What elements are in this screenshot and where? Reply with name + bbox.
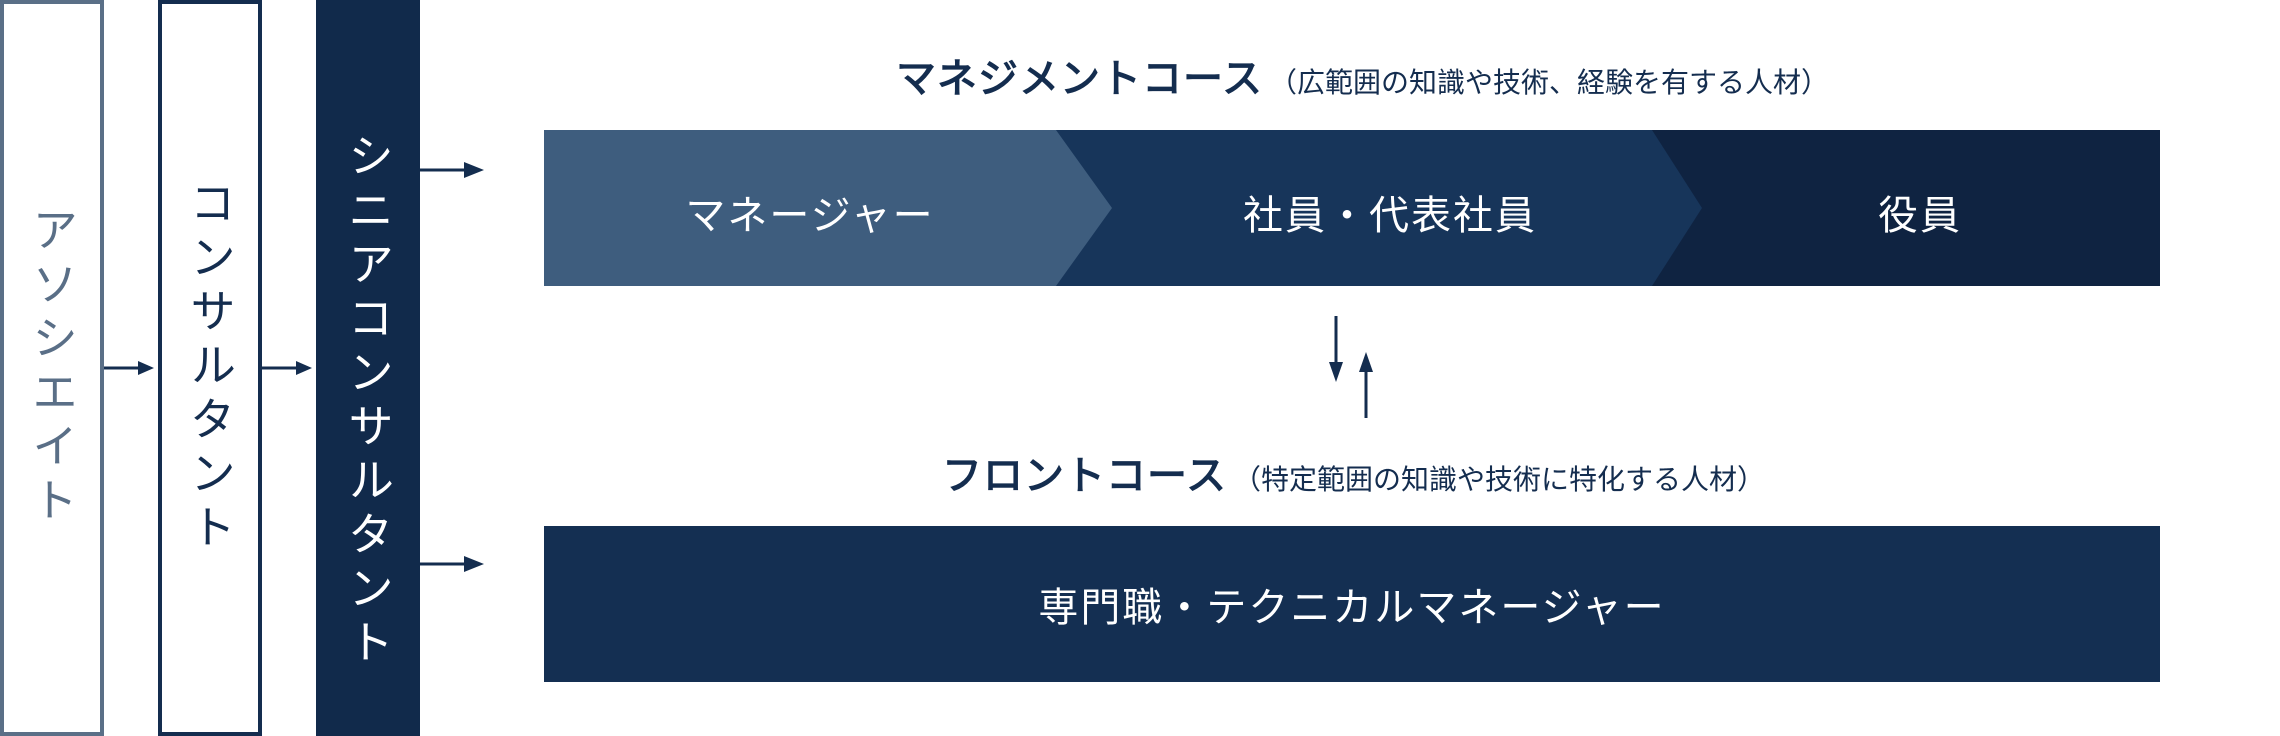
management-step-1-shape [544, 130, 1112, 286]
arrow-senior-to-management [420, 162, 484, 178]
management-step-partner: 社員・代表社員 [1243, 193, 1537, 239]
stage-associate-label: アソシエイト [25, 206, 79, 530]
stage-senior-consultant: シニアコンサルタント [316, 0, 420, 736]
stage-associate: アソシエイト [0, 0, 104, 736]
arrow-senior-to-front [420, 556, 484, 572]
management-course-note: （広範囲の知識や技術、経験を有する人材） [1269, 66, 1830, 99]
front-course-title: フロントコース （特定範囲の知識や技術に特化する人材） [942, 443, 1765, 501]
management-step-executive: 役員 [1878, 193, 1962, 239]
front-course-band: 専門職・テクニカルマネージャー [544, 526, 2160, 682]
management-step-2-shape [1056, 130, 1702, 286]
management-course-band [544, 130, 2160, 286]
arrow-up-to-management [1359, 352, 1373, 418]
management-step-manager: マネージャー [685, 193, 935, 239]
stage-consultant-label: コンサルタント [183, 179, 237, 557]
front-role-label: 専門職・テクニカルマネージャー [1038, 585, 1666, 631]
front-course-note: （特定範囲の知識や技術に特化する人材） [1233, 463, 1766, 496]
management-course-title: マネジメントコース （広範囲の知識や技術、経験を有する人材） [896, 46, 1829, 104]
stage-senior-consultant-label: シニアコンサルタント [341, 132, 395, 672]
management-course-name: マネジメントコース [896, 56, 1263, 102]
arrow-down-to-front [1329, 316, 1343, 382]
arrow-consultant-to-senior [262, 361, 312, 375]
stage-consultant: コンサルタント [158, 0, 262, 736]
arrow-associate-to-consultant [104, 361, 154, 375]
front-course-name: フロントコース [942, 453, 1227, 499]
